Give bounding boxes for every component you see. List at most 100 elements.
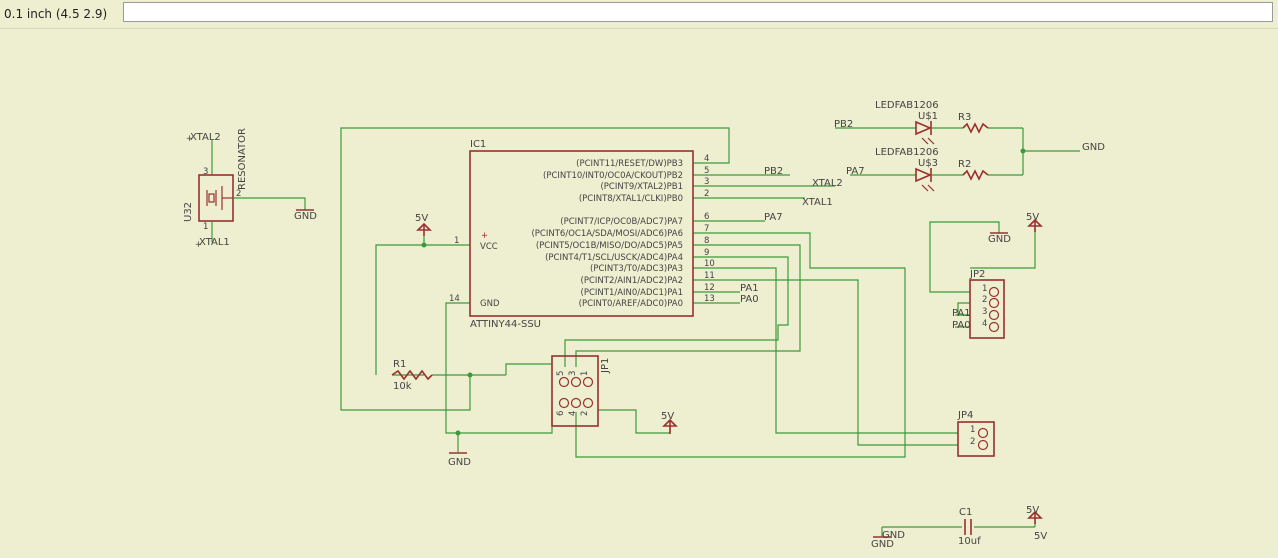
net-pa7-ic: PA7 <box>764 212 783 223</box>
net-flag-xtal2: + <box>186 134 193 144</box>
jp2-pin-3: 3 <box>982 307 987 317</box>
jp4-pin-2: 2 <box>970 437 975 447</box>
ic1-pin-label: (PCINT10/INT0/OC0A/CKOUT)PB2 <box>543 171 683 181</box>
u32-pin-bottom: 1 <box>203 222 208 232</box>
net-pb2-led: PB2 <box>834 119 853 130</box>
u31-led[interactable]: LEDFAB1206 U$1 <box>875 100 939 145</box>
ic1-pin-number: 13 <box>704 294 715 304</box>
ic1-name: IC1 <box>470 139 486 150</box>
u33-led[interactable]: LEDFAB1206 U$3 <box>875 147 939 192</box>
ic1-pin-number: 4 <box>704 154 709 164</box>
net-gnd-label: GND <box>294 211 317 222</box>
r3-name: R3 <box>958 112 971 123</box>
ic1-pin-number: 12 <box>704 283 715 293</box>
ic1-attiny44[interactable]: IC1 ATTINY44-SSU + VCC GND 1 14 (PCINT11… <box>449 139 715 330</box>
jp1-pin-5: 5 <box>556 371 566 376</box>
wires <box>211 127 1080 536</box>
jp1-pin-6: 6 <box>556 411 566 416</box>
net-pa1-jp2: PA1 <box>952 308 971 319</box>
ic1-pin-number: 3 <box>704 177 709 187</box>
net-gnd-c1-label: GND <box>882 530 905 541</box>
net-xtal1-resonator: XTAL1 <box>199 237 230 248</box>
net-5v-label: 5V <box>1026 212 1039 223</box>
supply-gnd-c1: GND GND <box>871 530 905 550</box>
supply-gnd-ic: GND <box>448 452 471 468</box>
ic1-pin-label: (PCINT8/XTAL1/CLKI)PB0 <box>579 194 683 204</box>
junctions <box>421 148 1026 436</box>
c1-capacitor[interactable]: C1 10uf <box>958 507 981 547</box>
net-xtal2-resonator: XTAL2 <box>190 132 221 143</box>
r1-name: R1 <box>393 359 406 370</box>
jp2-pin-2: 2 <box>982 295 987 305</box>
ic1-pin-number: 7 <box>704 224 709 234</box>
c1-name: C1 <box>959 507 972 518</box>
jp1-pin-2: 2 <box>580 411 590 416</box>
ic1-pin-number: 6 <box>704 212 709 222</box>
ic1-value: ATTINY44-SSU <box>470 319 541 330</box>
net-5v-label: 5V <box>661 411 674 422</box>
c1-value: 10uf <box>958 536 981 547</box>
net-pa7-led: PA7 <box>846 166 865 177</box>
ic1-pin-label: (PCINT7/ICP/OC0B/ADC7)PA7 <box>560 217 683 227</box>
net-5v-c1-label: 5V <box>1034 531 1047 542</box>
jp2-pin-4: 4 <box>982 319 987 329</box>
ic1-pin-label: (PCINT5/OC1B/MISO/DO/ADC5)PA5 <box>536 241 683 251</box>
jp1-header[interactable]: 5 3 1 6 4 2 JP1 <box>551 355 611 427</box>
net-gnd-label: GND <box>1082 142 1105 153</box>
ic1-pin-label: (PCINT9/XTAL2)PB1 <box>600 182 683 192</box>
supply-5v-jp2: 5V <box>1026 212 1043 232</box>
jp1-pin-4: 4 <box>568 411 578 416</box>
u32-pin-right: 2 <box>236 189 241 199</box>
jp4-name: JP4 <box>957 410 973 421</box>
net-gnd-label: GND <box>448 457 471 468</box>
r1-resistor[interactable]: R1 10k <box>391 359 433 392</box>
ic1-right-pins: (PCINT11/RESET/DW)PB3 4 (PCINT10/INT0/OC0A… <box>531 154 714 309</box>
ic1-pin-number: 2 <box>704 189 709 199</box>
ic1-pin-label: (PCINT2/AIN1/ADC2)PA2 <box>581 276 683 286</box>
u31-name: U$1 <box>918 111 938 122</box>
jp1-pin-1: 1 <box>580 371 590 376</box>
jp4-pin-1: 1 <box>970 425 975 435</box>
r1-value: 10k <box>393 381 412 392</box>
ic1-pin-vcc: 1 <box>454 236 459 246</box>
r2-name: R2 <box>958 159 971 170</box>
u33-value: LEDFAB1206 <box>875 147 939 158</box>
toolbar: 0.1 inch (4.5 2.9) <box>0 0 1278 29</box>
ic1-pin-label: (PCINT6/OC1A/SDA/MOSI/ADC6)PA6 <box>531 229 683 239</box>
supply-5v-ic: 5V <box>415 213 432 236</box>
ic1-pin-number: 10 <box>704 259 715 269</box>
ic1-pin-number: 11 <box>704 271 715 281</box>
net-5v-label: 5V <box>415 213 428 224</box>
ic1-pin-label: (PCINT1/AIN0/ADC1)PA1 <box>581 288 683 298</box>
net-xtal1-ic: XTAL1 <box>802 197 833 208</box>
ic1-pin-label: (PCINT11/RESET/DW)PB3 <box>576 159 683 169</box>
supply-5v-c1: 5V 5V <box>1026 505 1047 542</box>
coordinate-readout: 0.1 inch (4.5 2.9) <box>4 7 108 21</box>
ic1-gnd-label: GND <box>480 299 500 309</box>
net-5v-label: 5V <box>1026 505 1039 516</box>
supply-gnd-led: GND <box>1082 142 1105 153</box>
jp1-pin-3: 3 <box>568 371 578 376</box>
r2-resistor[interactable]: R2 <box>958 159 989 181</box>
jp2-header[interactable]: 1 2 3 4 JP2 PA1 PA0 <box>952 269 1005 339</box>
ic1-pin-label: (PCINT0/AREF/ADC0)PA0 <box>579 299 683 309</box>
ic1-pin-number: 9 <box>704 248 709 258</box>
u32-name: U32 <box>183 202 194 222</box>
u32-value: RESONATOR <box>237 128 248 190</box>
jp2-pin-1: 1 <box>982 284 987 294</box>
net-pa1-ic: PA1 <box>740 283 759 294</box>
r3-resistor[interactable]: R3 <box>958 112 989 134</box>
ic1-pin-number: 8 <box>704 236 709 246</box>
command-input[interactable] <box>123 2 1273 22</box>
u32-resonator[interactable]: 3 2 1 U32 RESONATOR XTAL2 XTAL1 + + <box>183 128 248 250</box>
net-xtal2-ic: XTAL2 <box>812 178 843 189</box>
u32-pin-top: 3 <box>203 167 208 177</box>
net-labels: PB2 XTAL2 XTAL1 PA7 PA1 PA0 PB2 PA7 <box>740 119 865 305</box>
ic1-pin-gnd: 14 <box>449 294 460 304</box>
u33-name: U$3 <box>918 158 938 169</box>
jp4-header[interactable]: 1 2 JP4 <box>957 410 995 457</box>
ic1-vcc-label: VCC <box>480 242 498 252</box>
u31-value: LEDFAB1206 <box>875 100 939 111</box>
jp2-name: JP2 <box>969 269 985 280</box>
